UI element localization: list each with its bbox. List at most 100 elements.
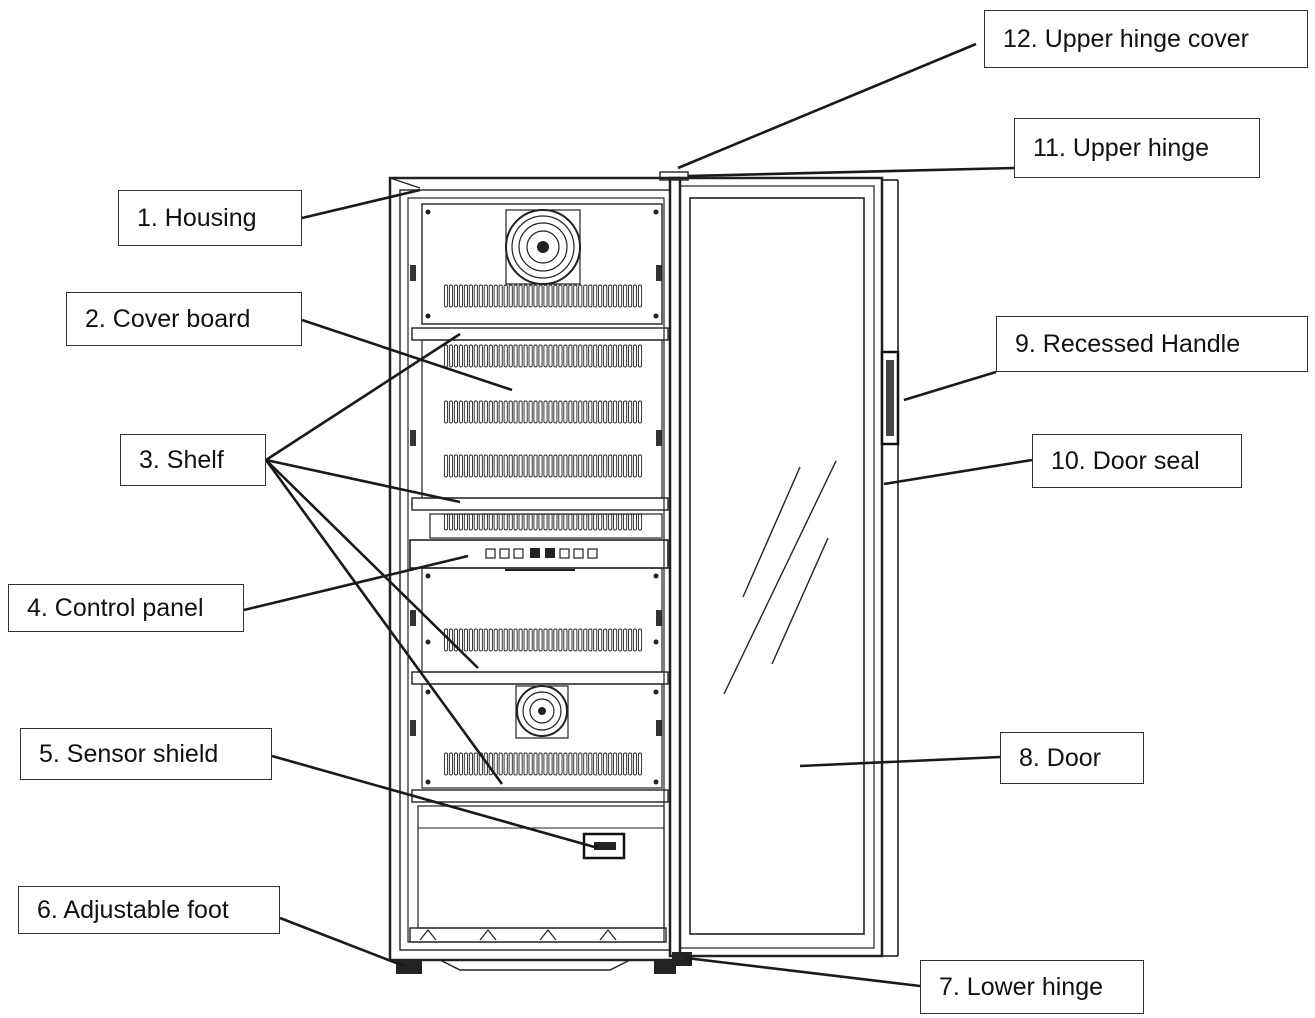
vent-slot (583, 454, 588, 478)
vent-slot (588, 400, 593, 424)
vent-slot (493, 628, 498, 652)
label-upper-hinge: 11. Upper hinge (1014, 118, 1260, 178)
label-shelf: 3. Shelf (120, 434, 266, 486)
vent-slot (488, 752, 493, 776)
vent-slot (558, 628, 563, 652)
vent-slot (483, 344, 488, 368)
vent-slot (578, 628, 583, 652)
vent-slot (538, 284, 543, 308)
vent-slot (533, 454, 538, 478)
vent-slot (458, 344, 463, 368)
vent-slot (473, 454, 478, 478)
vent-slot (488, 454, 493, 478)
label-cover-board: 2. Cover board (66, 292, 302, 346)
vent-slot (608, 454, 613, 478)
vent-slot (553, 344, 558, 368)
vent-slot (518, 284, 523, 308)
vent-slot (598, 284, 603, 308)
vent-slot (568, 344, 573, 368)
vent-slot (473, 344, 478, 368)
vent-slot (463, 628, 468, 652)
vent-slot (593, 454, 598, 478)
vent-slot (583, 752, 588, 776)
vent-slot (618, 400, 623, 424)
vent-slot (618, 284, 623, 308)
vent-slot (503, 344, 508, 368)
leader-upper-hinge (687, 166, 1015, 178)
vent-slot (513, 400, 518, 424)
vent-slot (628, 752, 633, 776)
vent-slot (468, 344, 473, 368)
vent-slot (458, 752, 463, 776)
vent-slot (613, 454, 618, 478)
label-sensor-shield: 5. Sensor shield (20, 728, 272, 780)
vent-slot (623, 344, 628, 368)
vent-slot (523, 284, 528, 308)
vent-slot (603, 400, 608, 424)
vent-slot (538, 752, 543, 776)
vent-slot (463, 752, 468, 776)
vent-slot (553, 454, 558, 478)
vent-slot (632, 628, 638, 652)
leader-shelf-3 (265, 459, 479, 669)
vent-slot (618, 454, 623, 478)
label-housing: 1. Housing (118, 190, 302, 246)
vent-slot (628, 454, 633, 478)
lower-fan (515, 685, 569, 739)
vent-slots (443, 284, 643, 776)
vent-slot (558, 344, 563, 368)
vent-slot (463, 400, 468, 424)
label-text: 1. Housing (137, 203, 257, 232)
vent-slot (443, 454, 449, 478)
vent-slot (458, 400, 463, 424)
vent-slot (478, 284, 483, 308)
vent-slot (508, 752, 513, 776)
leader-shelf-4 (264, 459, 504, 785)
vent-slot (632, 752, 638, 776)
label-text: 8. Door (1019, 743, 1101, 772)
vent-slot (588, 628, 593, 652)
vent-slot (623, 454, 628, 478)
vent-slot (493, 284, 498, 308)
vent-slot (563, 400, 568, 424)
vent-slot (448, 400, 454, 424)
vent-slot (628, 628, 633, 652)
vent-slot (563, 284, 568, 308)
vent-slot (632, 400, 638, 424)
vent-slot (593, 400, 598, 424)
vent-slot (603, 752, 608, 776)
vent-slot (598, 400, 603, 424)
vent-slot (488, 344, 493, 368)
vent-slot (498, 400, 503, 424)
vent-slot (563, 344, 568, 368)
vent-slot (548, 284, 553, 308)
vent-slot (453, 284, 458, 308)
vent-slot (563, 454, 568, 478)
vent-slot (503, 400, 508, 424)
vent-slot (493, 344, 498, 368)
vent-slot (488, 400, 493, 424)
vent-slot (508, 454, 513, 478)
vent-slot (513, 344, 518, 368)
label-adjustable-foot: 6. Adjustable foot (18, 886, 280, 934)
vent-slot (632, 344, 638, 368)
vent-slot (528, 400, 533, 424)
vent-slot (548, 400, 553, 424)
label-text: 2. Cover board (85, 304, 251, 333)
vent-slot (518, 454, 523, 478)
vent-slot (598, 628, 603, 652)
vent-slot (528, 344, 533, 368)
vent-slot (448, 454, 454, 478)
vent-slot (523, 628, 528, 652)
vent-slot (458, 284, 463, 308)
vent-slot (623, 400, 628, 424)
leader-adjustable-foot (279, 916, 405, 968)
label-text: 10. Door seal (1051, 446, 1200, 475)
vent-slot (473, 284, 478, 308)
vent-slot (448, 284, 454, 308)
door-outline (659, 171, 899, 966)
vent-slot (598, 752, 603, 776)
leader-cover-board (301, 318, 513, 392)
